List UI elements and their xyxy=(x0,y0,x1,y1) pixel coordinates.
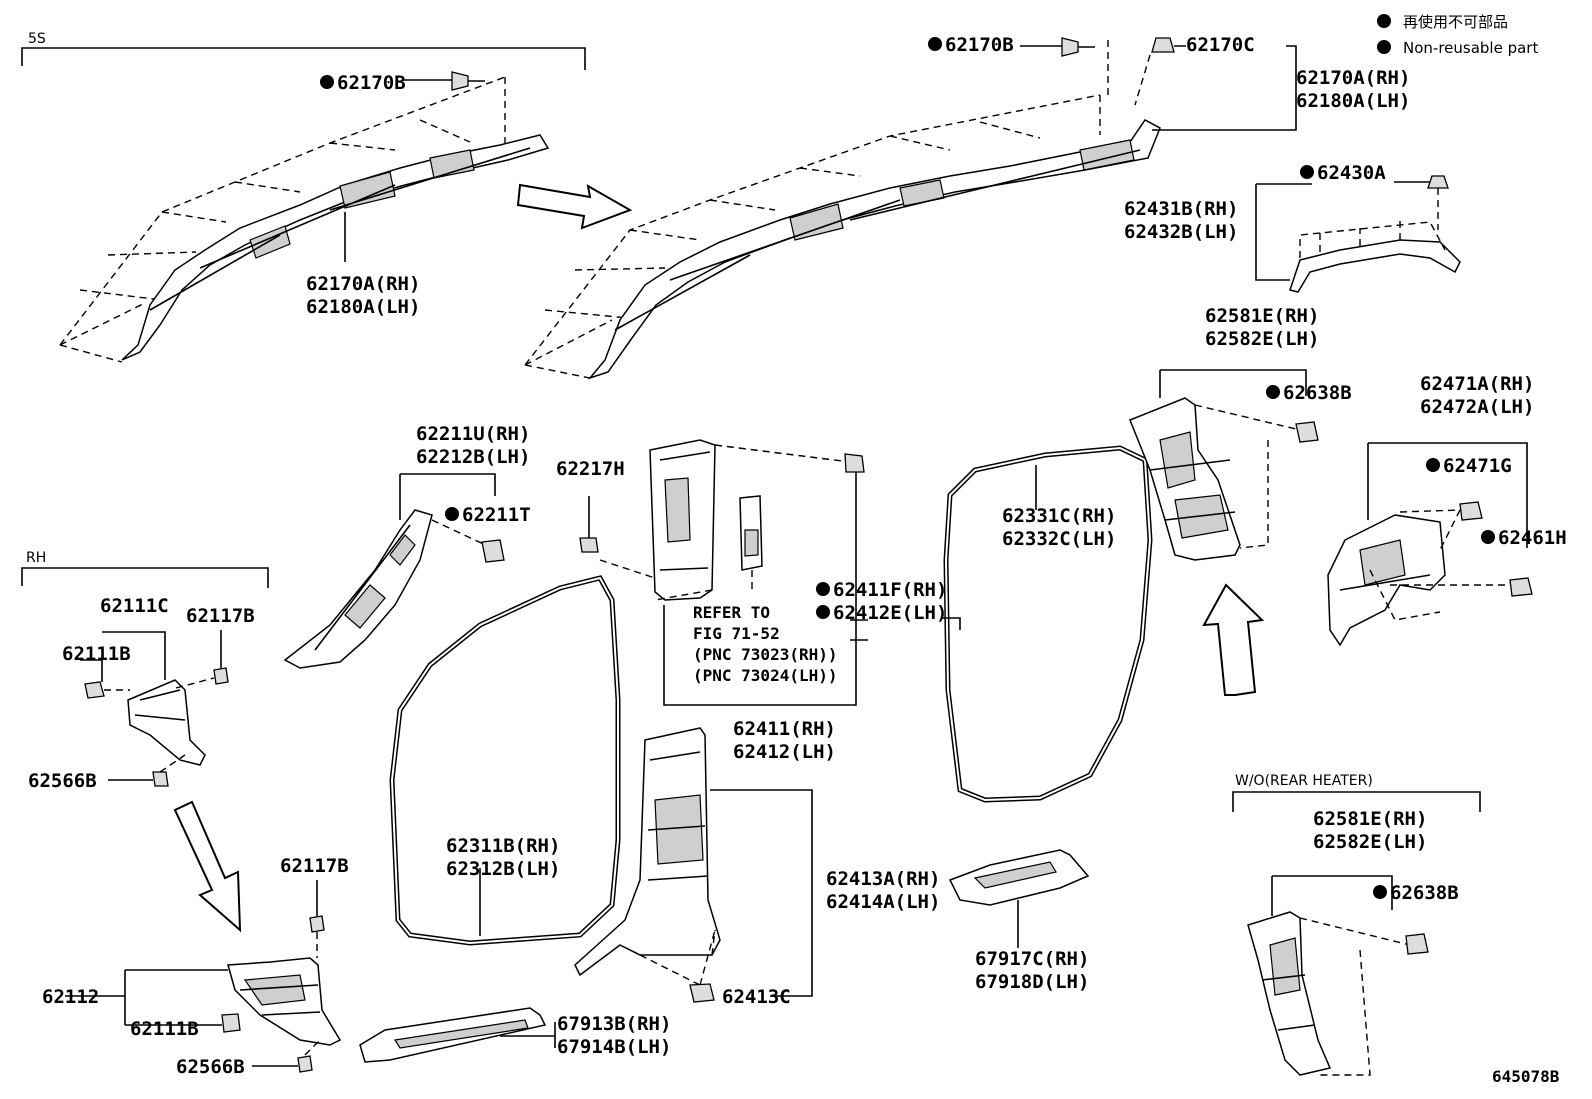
scuff-plate-front xyxy=(359,1007,556,1063)
part-label: 62566B xyxy=(28,770,97,792)
part-label: 62117B xyxy=(280,855,349,877)
quarter-pillar-trim xyxy=(1129,369,1319,561)
legend: 再使用不可部品 Non-reusable part xyxy=(1377,13,1538,57)
part-label: 62412(LH) xyxy=(733,741,836,763)
group-5s: 5S xyxy=(21,31,586,70)
non-reusable-dot-icon xyxy=(1266,385,1280,399)
part-label: 62111C xyxy=(100,595,169,617)
part-label: 62212B(LH) xyxy=(416,446,530,468)
part-label: 62581E(RH) xyxy=(1313,808,1427,830)
part-label: 62180A(LH) xyxy=(1296,90,1410,112)
non-reusable-dot-icon xyxy=(816,605,830,619)
non-reusable-dot-icon xyxy=(1373,885,1387,899)
part-label: 62170C xyxy=(1186,34,1255,56)
part-labels: 62170B 62170A(RH) 62180A(LH) 62170B 6217… xyxy=(28,34,1567,1086)
part-label: 62461H xyxy=(1498,527,1567,549)
non-reusable-dot-icon xyxy=(320,75,334,89)
curtain-airbag-5s xyxy=(59,71,550,363)
non-reusable-dot-icon xyxy=(816,582,830,596)
part-label: 62411(RH) xyxy=(733,718,836,740)
refer-note-line: REFER TO xyxy=(693,603,770,622)
group-rh: RH xyxy=(21,550,269,588)
part-label: 62638B xyxy=(1390,882,1459,904)
part-label: 62430A xyxy=(1317,162,1386,184)
part-label: 62566B xyxy=(176,1056,245,1078)
part-label: 67918D(LH) xyxy=(975,971,1089,993)
part-label: 62638B xyxy=(1283,382,1352,404)
part-label: 62582E(LH) xyxy=(1313,831,1427,853)
scuff-plate-rear xyxy=(948,849,1090,948)
direction-arrow xyxy=(1202,583,1265,696)
cowl-side-trim xyxy=(65,880,342,1073)
part-label: 62170B xyxy=(337,72,406,94)
part-label: 67917C(RH) xyxy=(975,948,1089,970)
door-weatherstrip-rear xyxy=(943,445,1153,803)
non-reusable-dot-icon xyxy=(1481,530,1495,544)
group-wo-rear-heater: W/O(REAR HEATER) xyxy=(1232,773,1481,812)
part-label: 67913B(RH) xyxy=(557,1013,671,1035)
front-pillar-trim xyxy=(283,473,505,669)
part-label: 62413C xyxy=(722,986,791,1008)
legend-jp: 再使用不可部品 xyxy=(1403,13,1508,31)
part-label: 62432B(LH) xyxy=(1124,221,1238,243)
part-label: 62471A(RH) xyxy=(1420,373,1534,395)
part-label: 62170B xyxy=(945,34,1014,56)
part-label: 62581E(RH) xyxy=(1205,305,1319,327)
refer-note-line: (PNC 73024(LH)) xyxy=(693,666,838,685)
refer-note-line: (PNC 73023(RH)) xyxy=(693,645,838,664)
group-label-rh: RH xyxy=(26,550,46,566)
non-reusable-dot-icon xyxy=(1377,40,1391,54)
quarter-pillar-trim-wo-rear-heater xyxy=(1247,875,1429,1076)
part-label: 62431B(RH) xyxy=(1124,198,1238,220)
non-reusable-dot-icon xyxy=(445,507,459,521)
part-label: 62471G xyxy=(1443,455,1512,477)
part-label: 62211U(RH) xyxy=(416,423,530,445)
quarter-trim-panel xyxy=(1327,442,1533,647)
figure-number: 645078B xyxy=(1492,1067,1560,1086)
door-weatherstrip-front xyxy=(389,575,621,946)
legend-en: Non-reusable part xyxy=(1403,39,1538,57)
part-label: 62180A(LH) xyxy=(306,296,420,318)
direction-arrow xyxy=(173,800,242,933)
part-label: 62312B(LH) xyxy=(446,858,560,880)
non-reusable-dot-icon xyxy=(928,37,942,51)
kick-panel-rh xyxy=(80,630,229,787)
part-label: 62311B(RH) xyxy=(446,835,560,857)
part-label: 62331C(RH) xyxy=(1002,505,1116,527)
direction-arrow xyxy=(516,183,633,230)
part-label: 62217H xyxy=(556,458,625,480)
non-reusable-dot-icon xyxy=(1426,458,1440,472)
part-label: 62332C(LH) xyxy=(1002,528,1116,550)
part-label: 62472A(LH) xyxy=(1420,396,1534,418)
part-label: 62170A(RH) xyxy=(306,273,420,295)
center-pillar-lower xyxy=(574,727,813,1003)
non-reusable-dot-icon xyxy=(1377,14,1391,28)
curtain-airbag xyxy=(524,37,1297,380)
part-label: 62117B xyxy=(186,605,255,627)
part-label: 62211T xyxy=(462,504,531,526)
upper-trim-62431b xyxy=(1255,175,1461,293)
non-reusable-dot-icon xyxy=(1300,165,1314,179)
part-label: 67914B(LH) xyxy=(557,1036,671,1058)
group-label-wo: W/O(REAR HEATER) xyxy=(1235,773,1373,789)
part-label: 62111B xyxy=(130,1018,199,1040)
refer-note-line: FIG 71-52 xyxy=(693,624,780,643)
part-label: 62412E(LH) xyxy=(833,602,947,624)
part-label: 62582E(LH) xyxy=(1205,328,1319,350)
part-label: 62170A(RH) xyxy=(1296,67,1410,89)
part-label: 62414A(LH) xyxy=(826,891,940,913)
group-label-5s: 5S xyxy=(28,31,46,47)
part-label: 62411F(RH) xyxy=(833,579,947,601)
center-pillar-upper xyxy=(579,439,865,706)
part-label: 62112 xyxy=(42,986,99,1008)
part-label: 62111B xyxy=(62,643,131,665)
part-label: 62413A(RH) xyxy=(826,868,940,890)
